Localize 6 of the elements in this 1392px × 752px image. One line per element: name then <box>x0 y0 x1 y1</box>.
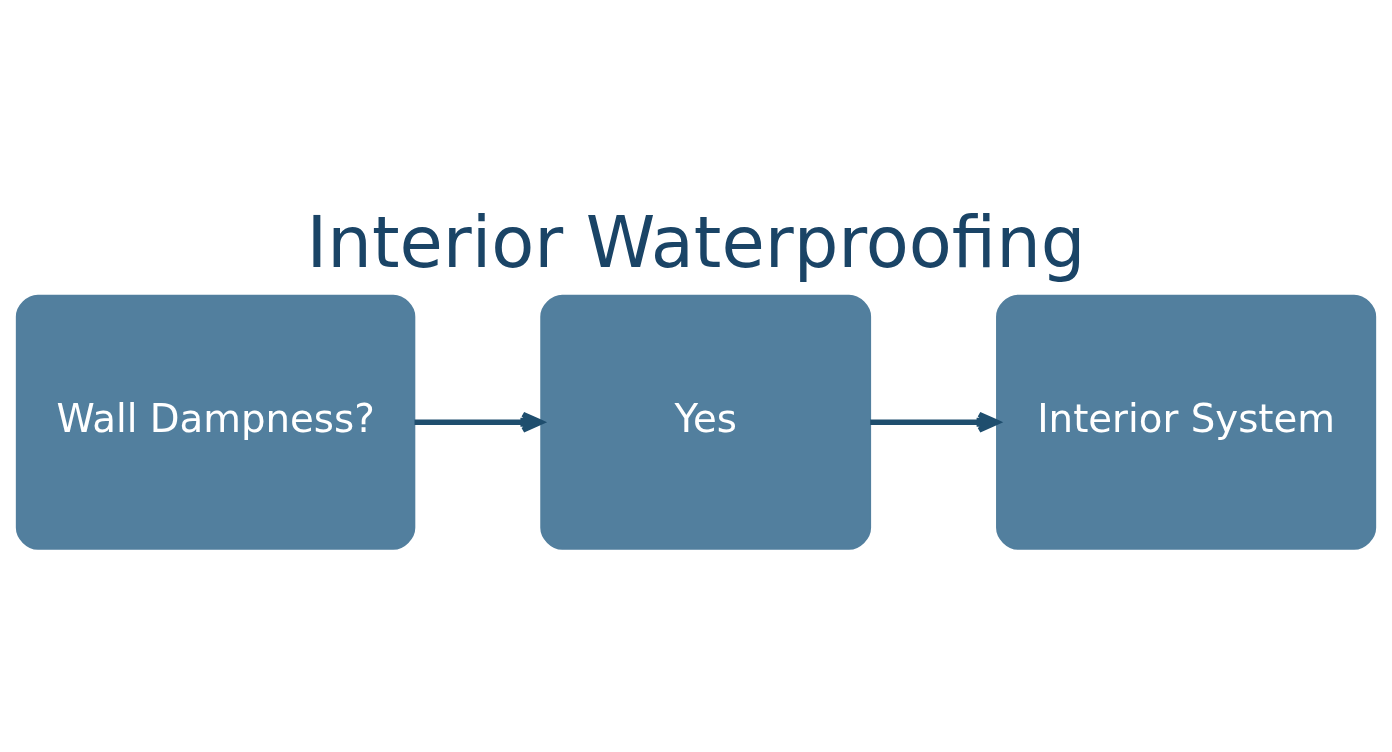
node-box: Wall Dampness? <box>15 294 416 550</box>
arrow <box>870 411 1000 433</box>
node-box: Interior System <box>996 294 1377 550</box>
diagram-title: Interior Waterproofing <box>306 201 1086 284</box>
arrow <box>414 411 544 433</box>
node-box: Yes <box>540 294 872 550</box>
